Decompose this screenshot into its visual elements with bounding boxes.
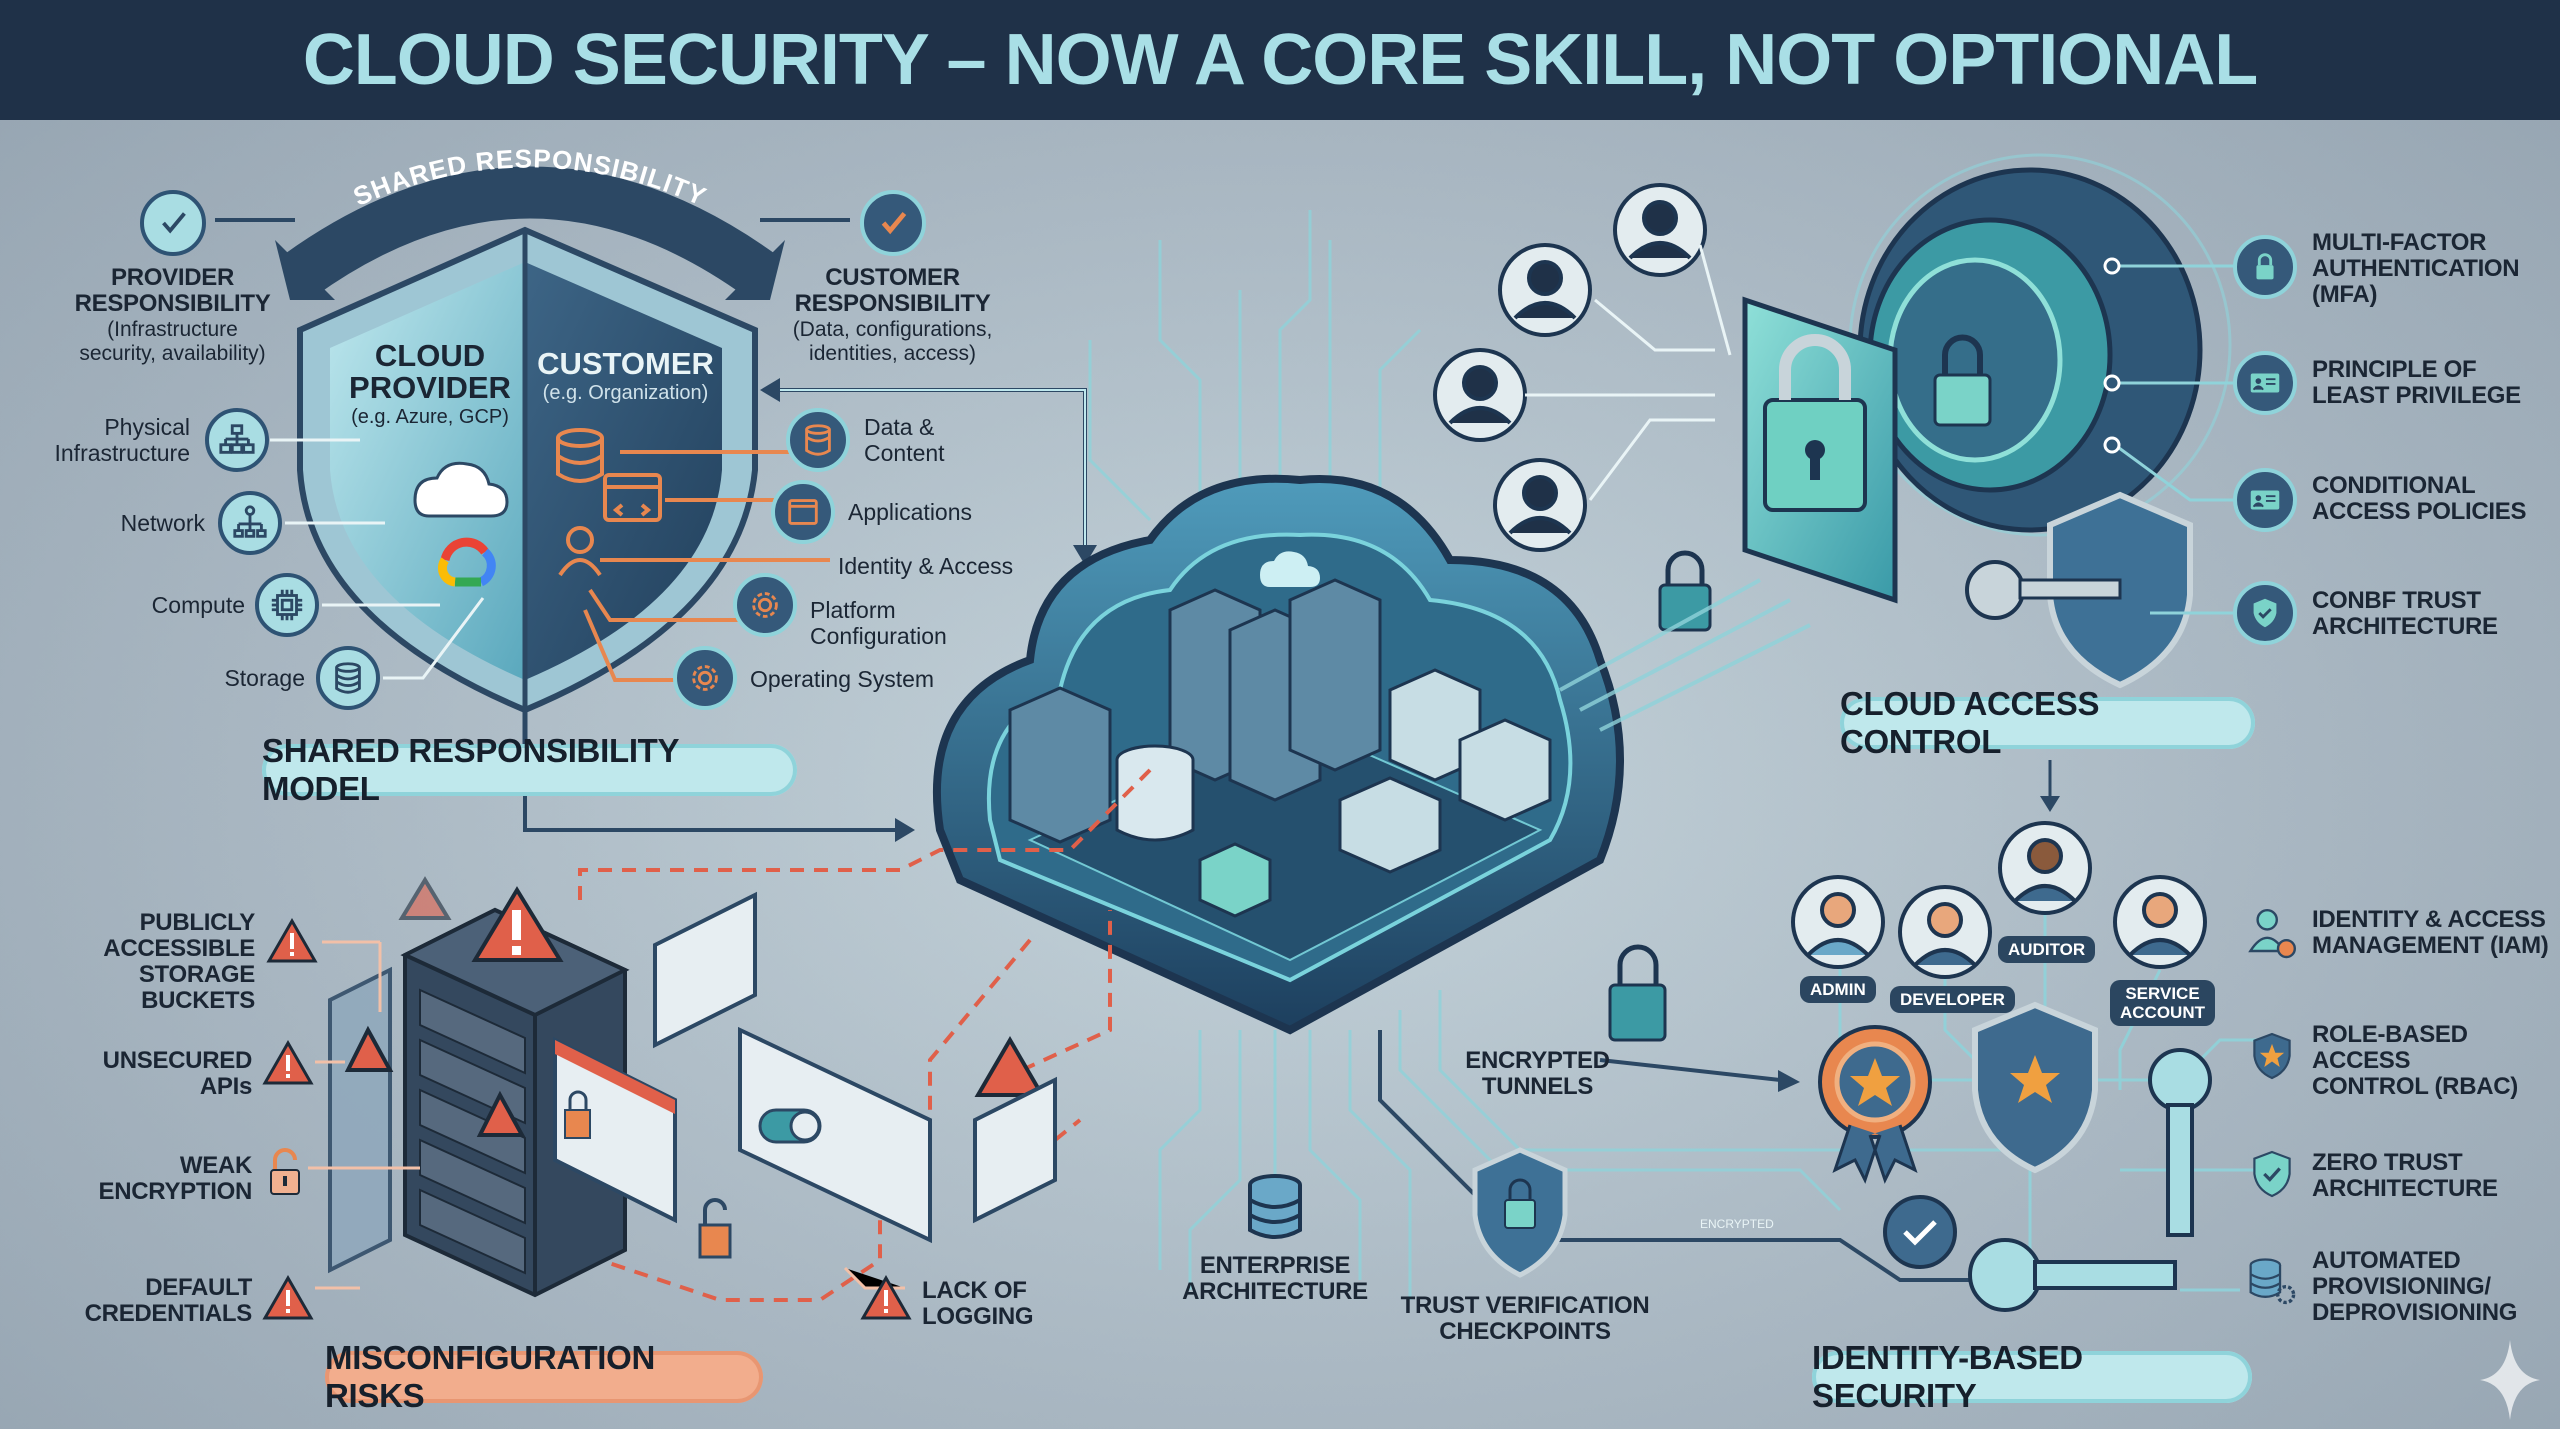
sparkle-watermark-icon [2480, 1340, 2540, 1420]
customer-subtitle: (e.g. Organization) [542, 382, 709, 404]
id-card-icon [2233, 351, 2297, 415]
cloud-provider-title: CLOUD PROVIDER [349, 338, 511, 405]
customer-item-label: Identity & Access [838, 553, 1014, 579]
risk-item-label: DEFAULT CREDENTIALS [84, 1274, 253, 1327]
cloud-provider-subtitle: (e.g. Azure, GCP) [351, 406, 509, 428]
cpu-chip-icon [255, 573, 319, 637]
gear-icon [733, 573, 797, 637]
lack-of-logging-label: LACK OF LOGGING [922, 1277, 1034, 1330]
id-card-icon [2233, 468, 2297, 532]
auditor-avatar [1998, 821, 2092, 915]
access-control-artwork [1433, 153, 2235, 732]
provider-responsibility-heading: PROVIDER RESPONSIBILITY [74, 264, 271, 317]
role-tag-auditor: AUDITOR [1998, 936, 2096, 963]
customer-item-label: Platform Configuration [810, 597, 947, 649]
gear-icon [673, 646, 737, 710]
padlock-icon [1933, 334, 1992, 427]
cloud-icon [413, 461, 509, 518]
shield-check-icon [2233, 581, 2297, 645]
unlocked-padlock-icon [267, 1148, 303, 1198]
trust-checkpoint-shield-icon [1472, 1147, 1568, 1278]
provider-item-label: Network [120, 510, 205, 536]
misconfigured-server-artwork [308, 768, 1152, 1302]
digital-key-icon [1968, 1048, 2212, 1312]
title-bar: CLOUD SECURITY – NOW A CORE SKILL, NOT O… [0, 0, 2560, 120]
cloud-access-control-label: CLOUD ACCESS CONTROL [1840, 685, 2255, 760]
customer-assets-icons [556, 428, 830, 682]
enterprise-architecture-label: ENTERPRISE ARCHITECTURE [1182, 1252, 1368, 1305]
database-icon [786, 408, 850, 472]
misconfiguration-risks-label: MISCONFIGURATION RISKS [325, 1339, 763, 1414]
identity-item-label: IDENTITY & ACCESS MANAGEMENT (IAM) [2312, 906, 2549, 959]
identity-item-label: AUTOMATED PROVISIONING/ DEPROVISIONING [2312, 1247, 2518, 1326]
warning-icon [860, 1274, 912, 1321]
provider-responsibility-detail: (Infrastructure security, availability) [79, 318, 266, 365]
provider-check-icon [140, 190, 206, 256]
checkmark-badge-icon [1883, 1195, 1957, 1269]
network-icon [218, 491, 282, 555]
database-gear-icon [2245, 1255, 2297, 1307]
provider-item-label: Storage [224, 665, 305, 691]
hierarchy-icon [205, 408, 269, 472]
access-control-item-label: MULTI-FACTOR AUTHENTICATION (MFA) [2312, 229, 2520, 308]
encrypted-padlock-icon [1608, 944, 1667, 1042]
app-window-icon [771, 480, 835, 544]
customer-responsibility-detail: (Data, configurations, identities, acces… [792, 318, 993, 365]
customer-title: CUSTOMER [537, 346, 714, 381]
lock-icon [2233, 235, 2297, 299]
encrypted-tag: ENCRYPTED [1700, 1217, 1774, 1231]
access-control-item-label: CONDITIONAL ACCESS POLICIES [2312, 472, 2527, 525]
orange-badge-icon [1818, 1025, 1932, 1184]
risk-item-label: PUBLICLY ACCESSIBLE STORAGE BUCKETS [103, 909, 255, 1014]
risk-item-label: WEAK ENCRYPTION [98, 1152, 253, 1205]
key-icon [1965, 560, 2122, 620]
trust-verification-checkpoints-label: TRUST VERIFICATION CHECKPOINTS [1400, 1292, 1650, 1345]
admin-avatar [1791, 875, 1885, 969]
role-tag-admin: ADMIN [1800, 976, 1876, 1003]
warning-icon [266, 917, 318, 964]
customer-responsibility-heading: CUSTOMER RESPONSIBILITY [794, 264, 991, 317]
identity-based-security-label: IDENTITY-BASED SECURITY [1812, 1339, 2252, 1414]
circuit-lines [1088, 210, 2020, 1300]
identity-item-label: ZERO TRUST ARCHITECTURE [2312, 1149, 2498, 1202]
shield-star-badge-icon [1972, 1001, 2098, 1174]
shared-responsibility-shield [297, 226, 830, 745]
provider-item-label: Compute [151, 592, 245, 618]
service-account-avatar [2113, 875, 2207, 969]
access-control-item-label: CONBF TRUST ARCHITECTURE [2312, 587, 2498, 640]
identity-item-label: ROLE-BASED ACCESS CONTROL (RBAC) [2312, 1021, 2518, 1100]
role-tag-developer: DEVELOPER [1890, 986, 2015, 1013]
customer-item-label: Applications [848, 499, 973, 525]
tunnel-padlock-icon [1658, 550, 1712, 632]
shield-star-icon [2250, 1030, 2294, 1082]
identity-artwork [1791, 821, 2260, 1312]
google-cloud-logo [437, 537, 496, 587]
encrypted-tunnels-label: ENCRYPTED TUNNELS [1465, 1047, 1610, 1100]
customer-check-icon [860, 190, 926, 256]
central-cloud-datacenter [933, 474, 1624, 1035]
customer-item-label: Data & Content [864, 414, 945, 466]
warning-icon [262, 1039, 314, 1086]
user-gear-icon [2248, 905, 2296, 961]
unlocked-padlock-icon [698, 1198, 732, 1259]
provider-connectors [270, 438, 485, 680]
enterprise-database-icon [1248, 1174, 1302, 1239]
customer-item-label: Operating System [750, 666, 935, 692]
toggle-switch-icon [758, 1108, 822, 1144]
large-padlock-icon [1763, 334, 1867, 512]
role-tag-service-account: SERVICE ACCOUNT [2110, 980, 2215, 1026]
shield-check-icon [2250, 1148, 2294, 1200]
page-title: CLOUD SECURITY – NOW A CORE SKILL, NOT O… [302, 20, 2258, 100]
user-avatars [1433, 183, 1707, 552]
access-control-item-label: PRINCIPLE OF LEAST PRIVILEGE [2312, 356, 2521, 409]
developer-avatar [1898, 885, 1992, 979]
database-icon [316, 646, 380, 710]
padlock-icon [564, 1090, 591, 1139]
warning-icon [262, 1274, 314, 1321]
risk-item-label: UNSECURED APIs [102, 1047, 253, 1100]
provider-item-label: Physical Infrastructure [54, 414, 191, 466]
shared-responsibility-model-label: SHARED RESPONSIBILITY MODEL [262, 732, 797, 807]
